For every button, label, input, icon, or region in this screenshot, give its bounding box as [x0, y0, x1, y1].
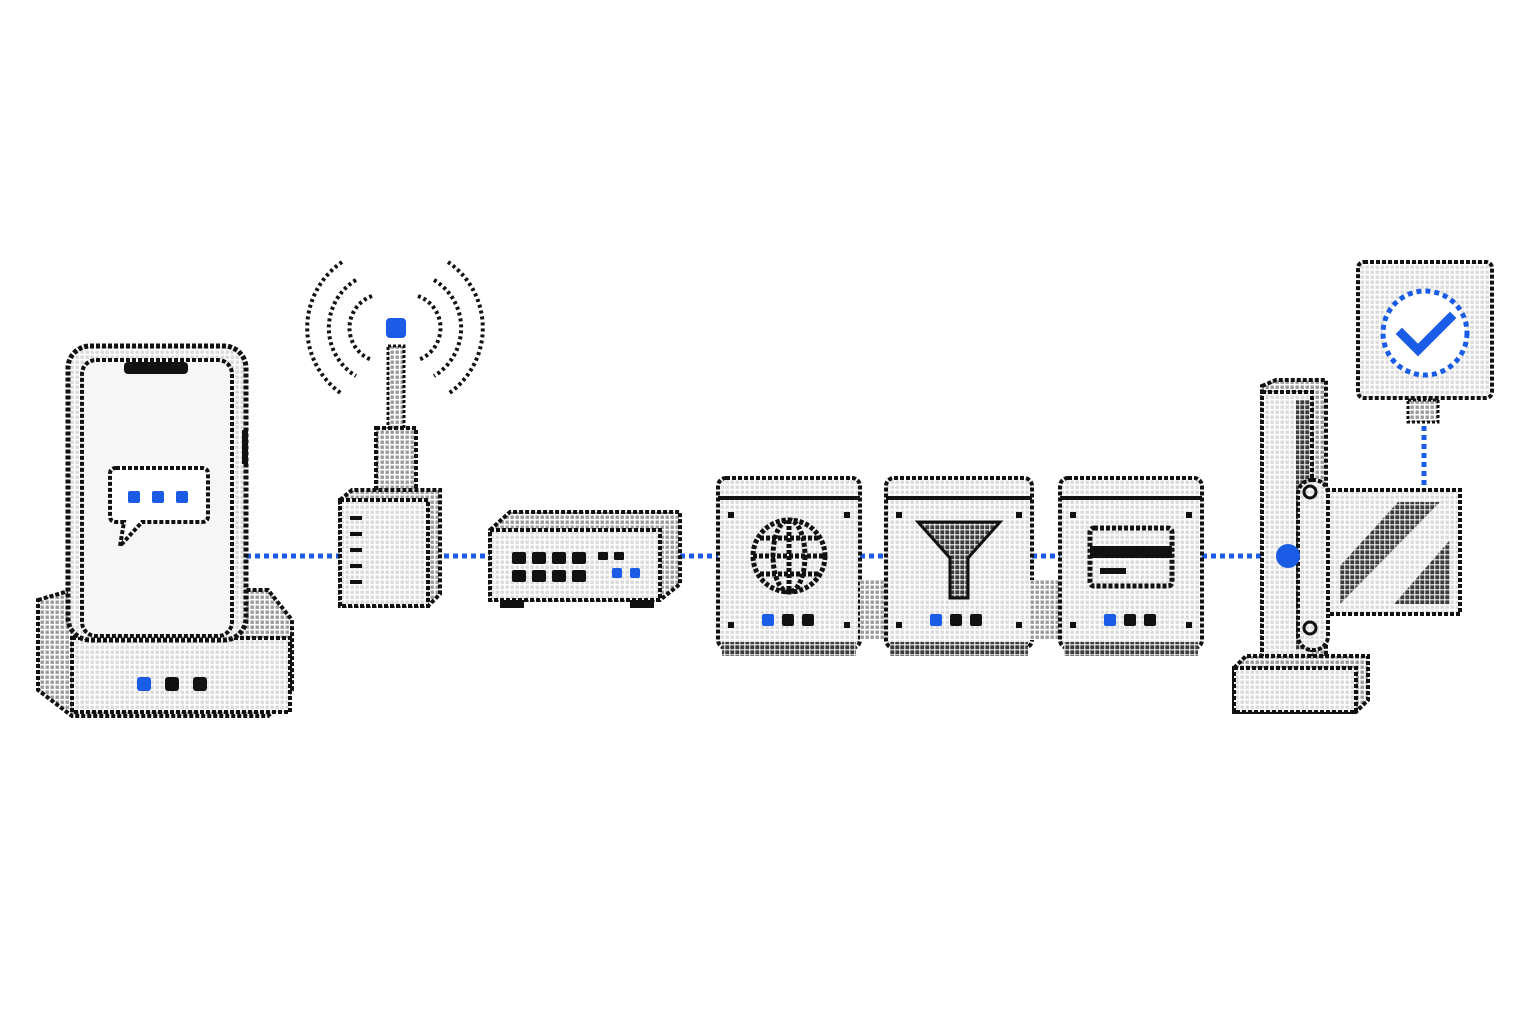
- web-server-led-1: [762, 614, 774, 626]
- payment-server-led-1: [1104, 614, 1116, 626]
- chat-dot-1: [128, 491, 140, 503]
- web-server: [716, 476, 862, 656]
- phone-notch: [124, 362, 188, 374]
- antenna-mast: [386, 344, 406, 434]
- antenna-base: [374, 426, 418, 496]
- payment-server: [1030, 476, 1204, 656]
- funnel-icon: [914, 520, 1004, 600]
- filter-server-led-3: [970, 614, 982, 626]
- checkmark-icon: [1380, 288, 1470, 378]
- gate-sensor-led: [1276, 544, 1300, 568]
- filter-server-led-2: [950, 614, 962, 626]
- network-switch: [488, 510, 682, 608]
- signal-waves-icon: [305, 260, 485, 396]
- globe-icon: [750, 517, 828, 595]
- barrier-gate-icon: [1232, 378, 1462, 714]
- credit-card-icon: [1087, 525, 1175, 589]
- filter-server-led-1: [930, 614, 942, 626]
- gate-base: [1232, 666, 1358, 714]
- dock-led-1: [137, 677, 151, 691]
- phone-side-button: [242, 430, 248, 464]
- switch-led-1: [612, 568, 622, 578]
- access-point-vent: [350, 516, 362, 584]
- switch-led-2: [630, 568, 640, 578]
- antenna-access-point: [305, 260, 485, 608]
- web-server-led-3: [802, 614, 814, 626]
- approval-sign: [1356, 260, 1494, 424]
- dock-led-2: [165, 677, 179, 691]
- gate-pivot: [1296, 478, 1330, 652]
- chat-dot-3: [176, 491, 188, 503]
- access-point-body: [338, 498, 430, 608]
- payment-server-led-2: [1124, 614, 1136, 626]
- web-server-led-2: [782, 614, 794, 626]
- dock-led-3: [193, 677, 207, 691]
- filter-server: [860, 476, 1034, 656]
- chat-bubble-icon: [108, 466, 210, 553]
- chat-dot-2: [152, 491, 164, 503]
- antenna-tip-led: [386, 318, 406, 338]
- payment-server-led-3: [1144, 614, 1156, 626]
- network-ports-icon: [512, 552, 624, 582]
